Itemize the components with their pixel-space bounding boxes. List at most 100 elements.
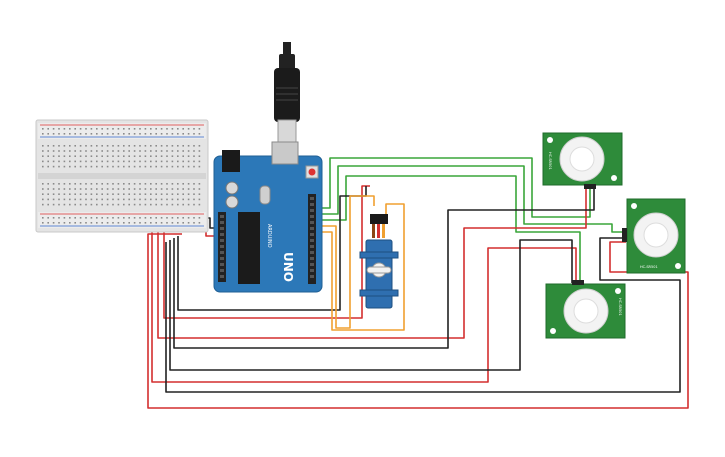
arduino-digital-pin[interactable] (310, 209, 314, 212)
breadboard-hole (117, 150, 120, 152)
pir-sensor-3[interactable]: HC-SR501 (545, 280, 626, 339)
breadboard-hole (198, 145, 201, 147)
arduino-power-pin[interactable] (220, 227, 224, 230)
breadboard-hole (79, 222, 82, 224)
breadboard-hole (106, 165, 109, 168)
breadboard-hole (177, 150, 179, 152)
breadboard-hole (139, 150, 141, 152)
breadboard-hole (155, 188, 157, 190)
breadboard-hole (182, 188, 184, 190)
breadboard-hole (96, 183, 98, 185)
breadboard-hole (171, 217, 174, 219)
wire-black-b[interactable] (177, 186, 367, 311)
arduino-usb-port (271, 141, 299, 165)
arduino-digital-pin[interactable] (310, 221, 314, 224)
arduino-digital-pin[interactable] (310, 251, 314, 254)
breadboard-hole (85, 188, 87, 190)
breadboard-hole (193, 128, 195, 130)
pir-sensor-2[interactable]: HC-SR501 (622, 198, 686, 274)
breadboard-hole (198, 183, 201, 185)
arduino-digital-pin[interactable] (310, 245, 314, 248)
arduino-digital-pin[interactable] (310, 227, 314, 230)
breadboard-hole (155, 165, 157, 168)
wire-black-c[interactable] (173, 188, 595, 349)
arduino-power-pin[interactable] (220, 251, 224, 254)
breadboard-hole (96, 133, 98, 135)
arduino-power-pin[interactable] (220, 215, 224, 218)
arduino-power-pin[interactable] (220, 257, 224, 260)
pir-dome-inner (569, 146, 595, 172)
breadboard-hole (144, 150, 147, 152)
breadboard-hole (171, 155, 174, 157)
wire-green-pir1[interactable] (318, 157, 591, 218)
breadboard-hole (160, 155, 163, 157)
breadboard-hole (106, 155, 109, 157)
arduino-power-pin[interactable] (220, 263, 224, 266)
breadboard-hole (96, 193, 98, 195)
breadboard-hole (42, 145, 44, 147)
arduino-digital-pin[interactable] (310, 215, 314, 218)
breadboard-hole (166, 155, 168, 157)
breadboard-hole (171, 165, 174, 168)
breadboard-hole (187, 133, 190, 135)
arduino-digital-pin[interactable] (310, 203, 314, 206)
breadboard-hole (144, 133, 147, 135)
breadboard-hole (171, 150, 174, 152)
pir-mount-hole (547, 137, 553, 143)
arduino-crystal (259, 185, 271, 205)
breadboard-hole (144, 203, 147, 206)
breadboard-hole (96, 160, 98, 163)
wire-orange-a[interactable] (318, 195, 375, 329)
breadboard-hole (182, 155, 184, 157)
arduino-digital-pin[interactable] (310, 257, 314, 260)
breadboard[interactable] (35, 119, 209, 233)
breadboard-hole (69, 193, 71, 195)
wire-red-d[interactable] (147, 233, 689, 409)
wire-black-e[interactable] (165, 237, 681, 393)
breadboard-hole (101, 217, 103, 219)
breadboard-hole (74, 160, 76, 163)
breadboard-hole (123, 217, 125, 219)
breadboard-hole (101, 198, 103, 201)
wire-black-d[interactable] (169, 239, 573, 371)
arduino-power-pin[interactable] (220, 221, 224, 224)
arduino-digital-pin[interactable] (310, 263, 314, 266)
arduino-power-pin[interactable] (220, 239, 224, 242)
arduino-digital-pin[interactable] (310, 233, 314, 236)
breadboard-hole (150, 145, 152, 147)
arduino-digital-pin[interactable] (310, 239, 314, 242)
breadboard-hole (144, 222, 147, 224)
wire-orange-b[interactable] (318, 203, 405, 331)
arduino-power-pin[interactable] (220, 269, 224, 272)
arduino-digital-pin[interactable] (310, 269, 314, 272)
wire-green-pir3[interactable] (318, 175, 581, 283)
breadboard-hole (139, 133, 141, 135)
breadboard-hole (117, 188, 120, 190)
wire-green-pir2[interactable] (318, 165, 626, 233)
usb-cable-strain-relief (279, 54, 295, 70)
breadboard-hole (160, 160, 163, 163)
breadboard-hole (150, 155, 152, 157)
arduino-power-pin[interactable] (220, 275, 224, 278)
breadboard-hole (74, 193, 76, 195)
breadboard-hole (193, 150, 195, 152)
pir-sensor-1[interactable]: HC-SR501 (542, 132, 623, 189)
arduino-digital-pin[interactable] (310, 197, 314, 200)
breadboard-hole (90, 128, 93, 130)
arduino-power-pin[interactable] (220, 245, 224, 248)
breadboard-hole (96, 188, 98, 190)
breadboard-hole (187, 160, 190, 163)
breadboard-hole (150, 150, 152, 152)
breadboard-hole (117, 128, 120, 130)
arduino-uno[interactable]: ARDUINO UNO (213, 141, 323, 293)
breadboard-hole (193, 183, 195, 185)
breadboard-hole (193, 160, 195, 163)
breadboard-hole (133, 203, 136, 206)
breadboard-hole (63, 133, 66, 135)
servo-motor-icon[interactable] (359, 214, 399, 309)
breadboard-hole (193, 222, 195, 224)
arduino-brand: ARDUINO (266, 224, 272, 248)
breadboard-hole (160, 203, 163, 206)
arduino-digital-pin[interactable] (310, 275, 314, 278)
arduino-power-pin[interactable] (220, 233, 224, 236)
